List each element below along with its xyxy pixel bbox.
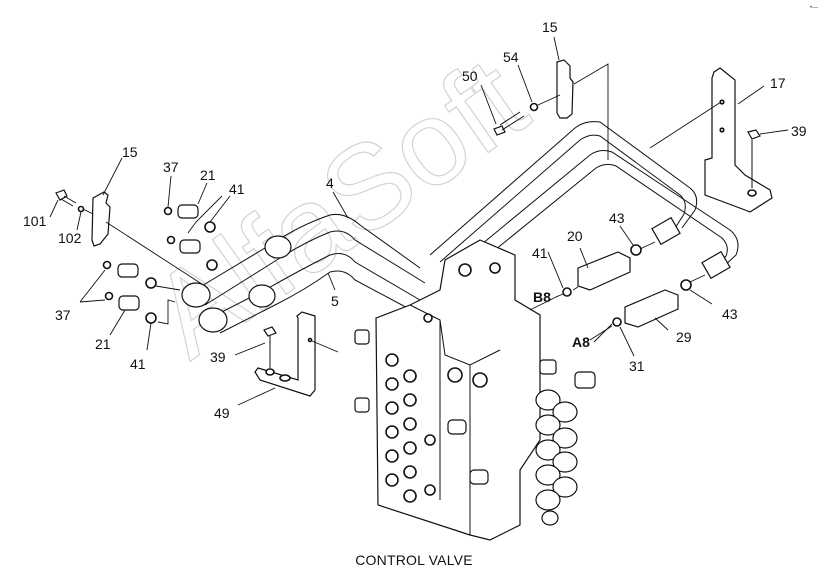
callout-41-top: 41 bbox=[229, 181, 245, 197]
bolt-101 bbox=[55, 189, 77, 207]
o-ring-37 bbox=[102, 260, 112, 270]
bracket-hole bbox=[265, 368, 275, 376]
callout-39-left: 39 bbox=[210, 349, 226, 365]
pipe-elbow bbox=[264, 235, 292, 259]
clamp-15-left bbox=[91, 191, 111, 247]
callout-15-right: 15 bbox=[542, 19, 558, 35]
pipe-elbow bbox=[181, 282, 211, 308]
callout-21-bottom: 21 bbox=[95, 336, 111, 352]
port-label-a8: A8 bbox=[572, 334, 590, 350]
control-valve-body bbox=[354, 239, 613, 541]
callout-50: 50 bbox=[462, 68, 478, 84]
bracket-hole bbox=[279, 374, 291, 382]
fitting-21 bbox=[117, 263, 139, 278]
callout-54: 54 bbox=[503, 49, 519, 65]
bolt-50 bbox=[493, 125, 506, 136]
callout-102: 102 bbox=[58, 230, 82, 246]
callout-41-right: 41 bbox=[532, 245, 548, 261]
callout-43-top: 43 bbox=[609, 210, 625, 226]
callout-5: 5 bbox=[331, 293, 339, 309]
callout-37-top: 37 bbox=[163, 159, 179, 175]
o-ring-37 bbox=[166, 235, 176, 245]
callout-29: 29 bbox=[676, 329, 692, 345]
o-ring-41 bbox=[206, 259, 218, 271]
callout-17: 17 bbox=[770, 75, 786, 91]
port-label-b8: B8 bbox=[533, 289, 551, 305]
pipe-nut bbox=[701, 250, 731, 280]
o-ring-31 bbox=[612, 317, 622, 327]
pipes-4-5 bbox=[181, 214, 426, 334]
pipes-right bbox=[429, 121, 739, 281]
adapter-29 bbox=[624, 289, 679, 328]
o-ring-41 bbox=[204, 221, 216, 233]
callout-15-left: 15 bbox=[122, 144, 138, 160]
fittings-left bbox=[102, 204, 218, 325]
fitting-21 bbox=[177, 204, 199, 219]
side-port bbox=[354, 329, 370, 345]
side-port bbox=[354, 397, 370, 413]
bolt-39-left bbox=[263, 326, 277, 337]
fitting-21 bbox=[179, 239, 201, 254]
callout-41-bottom: 41 bbox=[130, 356, 146, 372]
pipe-elbow bbox=[248, 284, 276, 308]
callout-49: 49 bbox=[214, 405, 230, 421]
o-ring-37 bbox=[163, 206, 173, 216]
callout-101: 101 bbox=[23, 213, 47, 229]
port-fitting-a8 bbox=[539, 359, 557, 375]
callout-37-bottom: 37 bbox=[55, 307, 71, 323]
bolt-39-right bbox=[747, 129, 761, 140]
left-clamp-group bbox=[55, 189, 209, 289]
leader-lines bbox=[49, 36, 789, 406]
pipe-elbow bbox=[198, 307, 228, 333]
diagram-caption: CONTROL VALVE bbox=[355, 552, 473, 568]
o-ring-43-bottom bbox=[680, 279, 692, 291]
callout-43-bottom: 43 bbox=[722, 306, 738, 322]
o-ring-41 bbox=[145, 277, 157, 289]
callout-20: 20 bbox=[567, 228, 583, 244]
washer-102 bbox=[77, 205, 85, 213]
washer-54 bbox=[529, 102, 539, 112]
pipe-nut bbox=[651, 216, 681, 246]
callout-labels: 15 101 102 37 21 41 37 21 41 4 5 39 49 5… bbox=[23, 19, 807, 421]
o-ring-41-right bbox=[562, 287, 572, 297]
o-ring-43-top bbox=[630, 244, 642, 256]
right-clamp-group bbox=[493, 59, 609, 160]
port-fitting bbox=[469, 469, 489, 485]
port-fitting bbox=[447, 419, 467, 435]
callout-21-top: 21 bbox=[200, 167, 216, 183]
corner-mark: •— bbox=[809, 5, 818, 11]
valve-bolts bbox=[385, 262, 501, 503]
callout-31: 31 bbox=[629, 358, 645, 374]
clamp-15-right bbox=[556, 59, 574, 119]
callout-4: 4 bbox=[326, 175, 334, 191]
bracket-17-group bbox=[649, 67, 773, 213]
bracket-hole bbox=[307, 337, 313, 343]
valve-spools bbox=[535, 389, 578, 526]
port-fitting bbox=[574, 371, 596, 389]
bracket-hole bbox=[747, 189, 757, 197]
o-ring-37 bbox=[104, 291, 114, 301]
bracket-hole bbox=[719, 127, 725, 133]
bracket-49-group bbox=[254, 311, 339, 397]
o-ring-41 bbox=[145, 312, 157, 324]
callout-39-right: 39 bbox=[791, 123, 807, 139]
adapter-20 bbox=[577, 251, 631, 291]
bracket-17 bbox=[704, 67, 773, 213]
adapters-group bbox=[562, 241, 706, 328]
fitting-21 bbox=[118, 295, 140, 311]
